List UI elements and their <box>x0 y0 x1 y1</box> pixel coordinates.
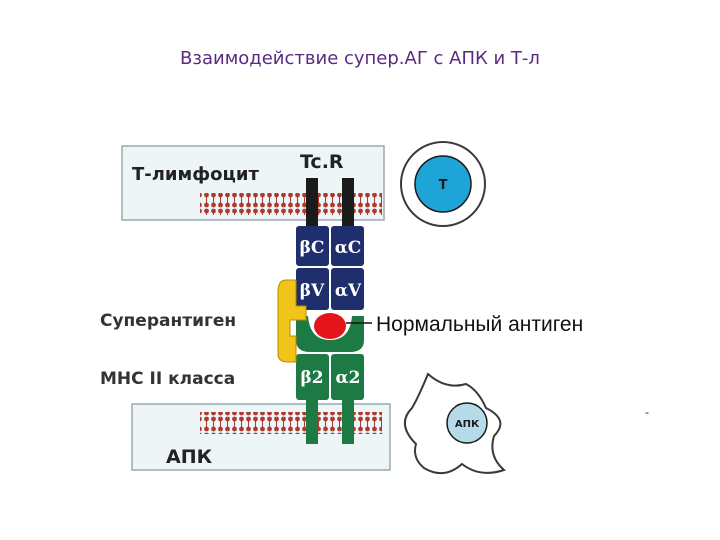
t-lymphocyte-label: Т-лимфоцит <box>132 164 259 185</box>
mhc-binding-groove <box>296 316 364 352</box>
mhc2-label: МНС II класса <box>100 369 235 389</box>
alpha-c-label: αC <box>335 238 362 258</box>
beta-v-label: βV <box>300 281 325 301</box>
tcr-beta-c-domain <box>296 226 329 266</box>
apc-membrane-bilayer <box>200 412 382 434</box>
mhc-alpha-tail <box>342 398 354 444</box>
tcr-alpha-c-domain <box>331 226 364 266</box>
t-membrane-bilayer <box>200 193 382 215</box>
stray-dash: - <box>645 405 649 419</box>
beta-2-label: β2 <box>300 368 323 388</box>
t-cell-icon <box>414 155 472 213</box>
apc-nucleus-icon <box>446 402 488 444</box>
tcr-beta-tail <box>306 178 318 234</box>
antigen-blob <box>314 313 346 339</box>
apc-label: АПК <box>166 446 213 468</box>
tcr-alpha-v-domain <box>331 268 364 310</box>
normal-antigen-label: Нормальный антиген <box>376 313 583 336</box>
beta-c-label: βC <box>300 238 325 258</box>
tcr-label: Tc.R <box>300 151 344 173</box>
alpha-2-label: α2 <box>336 368 361 388</box>
t-cell-icon-label: T <box>439 178 448 193</box>
mhc-beta2-domain <box>296 354 329 400</box>
tcr-beta-v-domain <box>296 268 329 310</box>
superantigen-shape <box>277 279 307 363</box>
page-title: Взаимодействие супер.АГ с АПК и Т-л <box>180 48 540 69</box>
mhc-alpha2-domain <box>331 354 364 400</box>
apc-cell-icon-label: АПК <box>455 419 480 430</box>
alpha-v-label: αV <box>335 281 362 301</box>
tcr-alpha-tail <box>342 178 354 234</box>
mhc-beta-tail <box>306 398 318 444</box>
superantigen-label: Суперантиген <box>100 311 236 331</box>
